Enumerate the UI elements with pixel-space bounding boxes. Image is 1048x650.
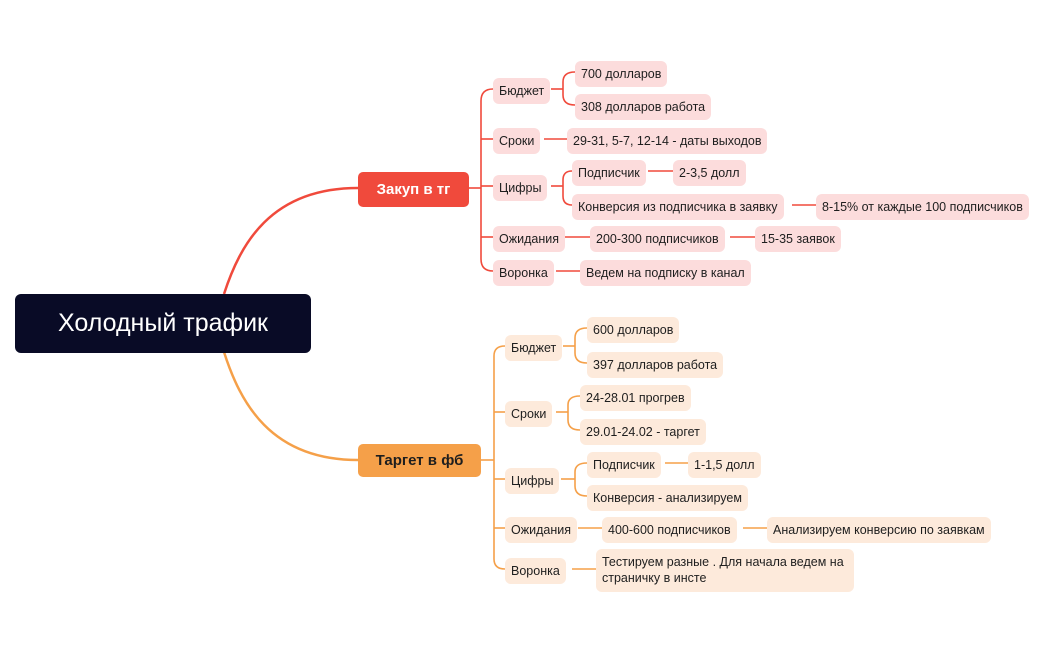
topic-budget-item[interactable]: 600 долларов [587, 317, 680, 344]
topic-conversion-value[interactable]: 8-15% от каждые 100 подписчиков [816, 194, 1029, 221]
topic-subscriber[interactable]: Подписчик [587, 452, 661, 479]
topic-subscriber[interactable]: Подписчик [572, 160, 646, 187]
topic-conversion[interactable]: Конверсия - анализируем [587, 485, 748, 512]
topic-funnel[interactable]: Воронка [505, 558, 566, 585]
topic-conversion[interactable]: Конверсия из подписчика в заявку [572, 194, 784, 221]
topic-funnel-item[interactable]: Ведем на подписку в канал [580, 260, 751, 287]
branch-target-fb[interactable]: Таргет в фб [358, 444, 481, 477]
topic-deadlines-item[interactable]: 29-31, 5-7, 12-14 - даты выходов [567, 128, 768, 155]
topic-expectations[interactable]: Ожидания [505, 517, 577, 544]
topic-budget-item[interactable]: 397 долларов работа [587, 352, 724, 379]
topic-budget-item[interactable]: 308 долларов работа [575, 94, 712, 121]
topic-deadlines[interactable]: Сроки [493, 128, 541, 155]
topic-deadlines-item[interactable]: 24-28.01 прогрев [580, 385, 691, 412]
topic-funnel-item[interactable]: Тестируем разные . Для начала ведем на с… [596, 549, 854, 592]
topic-budget[interactable]: Бюджет [505, 335, 563, 362]
topic-budget[interactable]: Бюджет [493, 78, 551, 105]
topic-budget-item[interactable]: 700 долларов [575, 61, 668, 88]
branch-zakup-tg[interactable]: Закуп в тг [358, 172, 469, 207]
root-node[interactable]: Холодный трафик [15, 294, 311, 353]
topic-subscriber-price[interactable]: 2-3,5 долл [673, 160, 746, 187]
topic-deadlines[interactable]: Сроки [505, 401, 553, 428]
topic-deadlines-item[interactable]: 29.01-24.02 - таргет [580, 419, 706, 446]
topic-numbers[interactable]: Цифры [493, 175, 548, 202]
topic-funnel[interactable]: Воронка [493, 260, 554, 287]
topic-subscriber-price[interactable]: 1-1,5 долл [688, 452, 761, 479]
topic-expectations[interactable]: Ожидания [493, 226, 565, 253]
topic-expectations-item[interactable]: 400-600 подписчиков [602, 517, 737, 544]
topic-expectations-result[interactable]: Анализируем конверсию по заявкам [767, 517, 991, 544]
topic-expectations-result[interactable]: 15-35 заявок [755, 226, 841, 253]
topic-expectations-item[interactable]: 200-300 подписчиков [590, 226, 725, 253]
topic-numbers[interactable]: Цифры [505, 468, 560, 495]
